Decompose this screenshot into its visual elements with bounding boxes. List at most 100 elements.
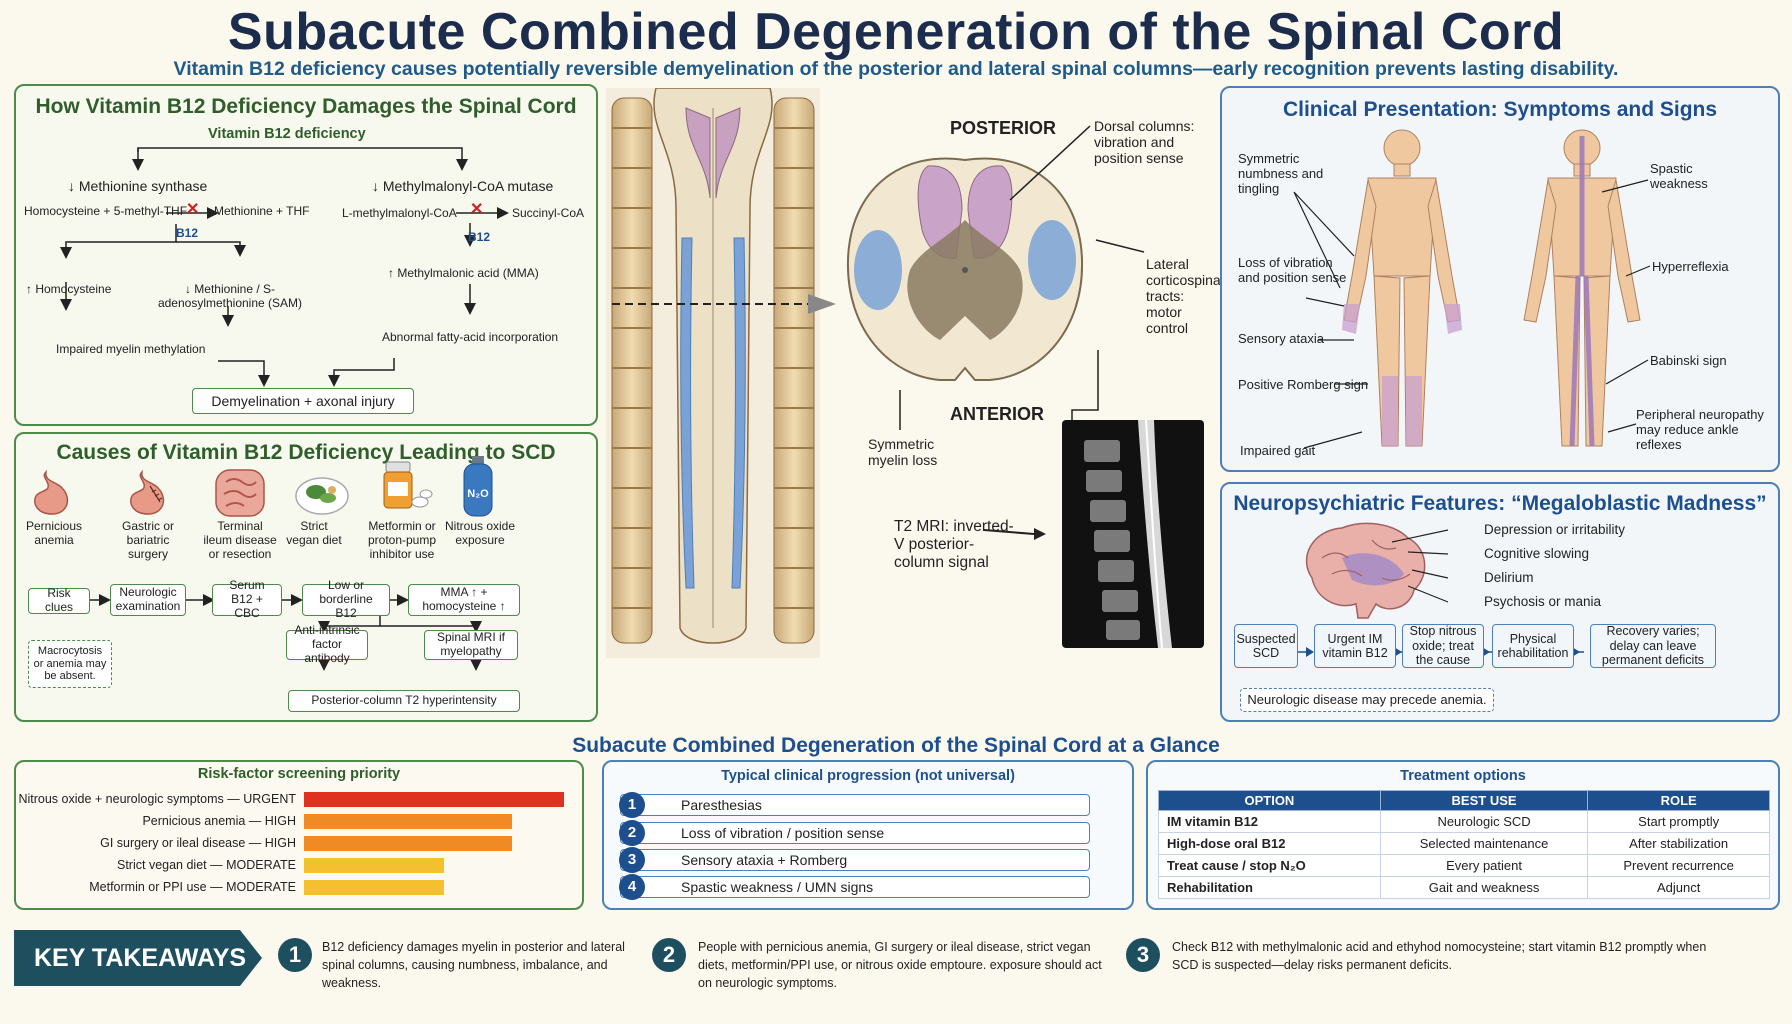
table-cell: Start promptly bbox=[1587, 810, 1770, 833]
clinical-numbness: Symmetric numbness and tingling bbox=[1238, 151, 1324, 196]
step-number: 2 bbox=[619, 820, 645, 846]
label-symmetric-loss: Symmetric myelin loss bbox=[868, 436, 938, 469]
neuro-depression: Depression or irritability bbox=[1484, 522, 1626, 537]
risk-bars bbox=[304, 792, 574, 904]
page-subtitle: Vitamin B12 deficiency causes potentiall… bbox=[173, 58, 1619, 80]
clinical-sensory-ataxia: Sensory ataxia bbox=[1238, 331, 1324, 346]
clinical-vibration-loss: Loss of vibration and position sense bbox=[1238, 255, 1347, 285]
takeaway-text: B12 deficiency damages myelin in posteri… bbox=[322, 940, 625, 991]
table-cell: Adjunct bbox=[1587, 876, 1770, 899]
label-anterior: ANTERIOR bbox=[950, 404, 1044, 424]
flow-spinal-mri: Spinal MRI if myelopathy bbox=[424, 630, 518, 660]
blocked-mark-right: ✕ bbox=[470, 201, 483, 218]
table-cell: After stabilization bbox=[1587, 832, 1770, 855]
stitched-stomach-icon bbox=[130, 469, 165, 515]
clinical-leader-lines bbox=[1293, 179, 1651, 449]
clinical-babinski: Babinski sign bbox=[1650, 353, 1727, 368]
risk-bar bbox=[304, 792, 564, 807]
neuro-note: Neurologic disease may precede anemia. bbox=[1240, 688, 1494, 712]
risk-bar bbox=[304, 836, 512, 851]
table-header: ROLE bbox=[1587, 790, 1770, 811]
treatment-panel: Treatment options OPTION BEST USE ROLE I… bbox=[1146, 760, 1780, 910]
step-text: Paresthesias bbox=[681, 797, 762, 813]
takeaway-text: People with pernicious anemia, GI surger… bbox=[698, 940, 1102, 991]
anatomy-leader-lines bbox=[899, 125, 1145, 540]
cause-vegan-diet: Strict vegan diet bbox=[286, 519, 342, 547]
front-body-figure bbox=[1342, 129, 1462, 447]
table-cell: High-dose oral B12 bbox=[1158, 832, 1381, 855]
clinical-impaired-gait: Impaired gait bbox=[1240, 443, 1316, 458]
table-row: Treat cause / stop N₂O Every patient Pre… bbox=[1158, 854, 1770, 877]
neuro-delirium: Delirium bbox=[1484, 570, 1534, 585]
clinical-panel: Clinical Presentation: Symptoms and Sign… bbox=[1220, 86, 1780, 472]
step-text: Sensory ataxia + Romberg bbox=[681, 852, 848, 868]
risk-bar bbox=[304, 814, 512, 829]
risk-label: Strict vegan diet — MODERATE bbox=[117, 858, 296, 872]
mechanism-title: How Vitamin B12 Deficiency Damages the S… bbox=[35, 95, 577, 118]
pill-bottle-icon bbox=[383, 461, 433, 509]
vegan-plate-icon bbox=[295, 477, 349, 515]
table-cell: Prevent recurrence bbox=[1587, 854, 1770, 877]
left-cofactor: B12 bbox=[176, 226, 199, 240]
risk-panel: Risk-factor screening priority Nitrous o… bbox=[14, 760, 584, 910]
stomach-icon bbox=[34, 469, 69, 515]
mechanism-panel: How Vitamin B12 Deficiency Damages the S… bbox=[14, 84, 598, 426]
gas-cylinder-icon bbox=[463, 456, 493, 517]
final-result-box: Demyelination + axonal injury bbox=[192, 388, 414, 414]
takeaway-number: 3 bbox=[1126, 938, 1160, 972]
right-product: Succinyl-CoA bbox=[512, 206, 585, 220]
cause-metformin-ppi: Metformin or proton-pump inhibitor use bbox=[367, 519, 437, 561]
label-lateral-tracts: Lateral corticospinal tracts: motor cont… bbox=[1146, 256, 1224, 337]
key-takeaways-label: KEY TAKEAWAYS bbox=[34, 944, 247, 972]
risk-labels: Nitrous oxide + neurologic symptoms — UR… bbox=[16, 792, 296, 902]
neuro-flow-recovery: Recovery varies; delay can leave permane… bbox=[1590, 624, 1716, 668]
left-product: Methionine + THF bbox=[214, 204, 310, 218]
clinical-spastic-weakness: Spastic weakness bbox=[1650, 161, 1708, 191]
progression-step: 3 Sensory ataxia + Romberg bbox=[619, 847, 1090, 873]
right-enzyme: ↓ Methylmalonyl-CoA mutase bbox=[372, 178, 554, 194]
left-enzyme: ↓ Methionine synthase bbox=[68, 178, 208, 194]
back-body-figure bbox=[1523, 129, 1641, 447]
neuro-flow-stop-n2o: Stop nitrous oxide; treat the cause bbox=[1402, 624, 1484, 668]
takeaway-number: 1 bbox=[278, 938, 312, 972]
clinical-title: Clinical Presentation: Symptoms and Sign… bbox=[1282, 98, 1718, 121]
table-header: BEST USE bbox=[1379, 790, 1589, 811]
table-cell: Rehabilitation bbox=[1158, 876, 1381, 899]
cross-section-pointer bbox=[612, 294, 836, 314]
takeaway-number: 2 bbox=[652, 938, 686, 972]
glance-title: Subacute Combined Degeneration of the Sp… bbox=[572, 734, 1220, 757]
cause-pernicious-anemia: Pernicious anemia bbox=[25, 519, 83, 547]
step-text: Spastic weakness / UMN signs bbox=[681, 879, 874, 895]
neuro-panel: Neuropsychiatric Features: “Megaloblasti… bbox=[1220, 482, 1780, 722]
step-number: 1 bbox=[619, 792, 645, 818]
clinical-hyperreflexia: Hyperreflexia bbox=[1652, 259, 1729, 274]
progression-title: Typical clinical progression (not univer… bbox=[721, 768, 1015, 784]
takeaway-text: Check B12 with methylmalonic acid and et… bbox=[1172, 940, 1707, 973]
label-posterior: POSTERIOR bbox=[950, 118, 1057, 138]
mri-image bbox=[1062, 420, 1204, 648]
neuro-title: Neuropsychiatric Features: “Megaloblasti… bbox=[1233, 492, 1767, 515]
table-row: Rehabilitation Gait and weakness Adjunct bbox=[1158, 876, 1770, 899]
brain-icon bbox=[1305, 522, 1426, 619]
cause-terminal-ileum: Terminal ileum disease or resection bbox=[203, 519, 277, 561]
table-cell: Gait and weakness bbox=[1379, 876, 1589, 899]
table-cell: Treat cause / stop N₂O bbox=[1158, 854, 1381, 877]
spinal-cord-illustration bbox=[606, 88, 820, 658]
flow-serum-b12: Serum B12 + CBC bbox=[212, 578, 282, 620]
label-t2-mri: T2 MRI: inverted-V posterior-column sign… bbox=[894, 518, 1014, 571]
right-reactant: L-methylmalonyl-CoA bbox=[342, 206, 457, 220]
left-out-homocysteine: ↑ Homocysteine bbox=[26, 282, 112, 296]
mechanism-arrows: ✕ ✕ bbox=[60, 147, 509, 387]
neuro-psychosis: Psychosis or mania bbox=[1484, 594, 1602, 609]
table-cell: Selected maintenance bbox=[1379, 832, 1589, 855]
neuro-flow-rehab: Physical rehabilitation bbox=[1492, 624, 1574, 668]
n2o-label: N₂O bbox=[467, 488, 489, 500]
causes-title: Causes of Vitamin B12 Deficiency Leading… bbox=[56, 441, 556, 464]
risk-bar bbox=[304, 880, 444, 895]
table-cell: IM vitamin B12 bbox=[1158, 810, 1381, 833]
page-title: Subacute Combined Degeneration of the Sp… bbox=[227, 3, 1565, 61]
mechanism-root: Vitamin B12 deficiency bbox=[208, 126, 366, 142]
right-cofactor: B12 bbox=[468, 230, 491, 244]
treatment-title: Treatment options bbox=[1400, 768, 1526, 784]
treatment-table: OPTION BEST USE ROLE IM vitamin B12 Neur… bbox=[1158, 790, 1770, 899]
